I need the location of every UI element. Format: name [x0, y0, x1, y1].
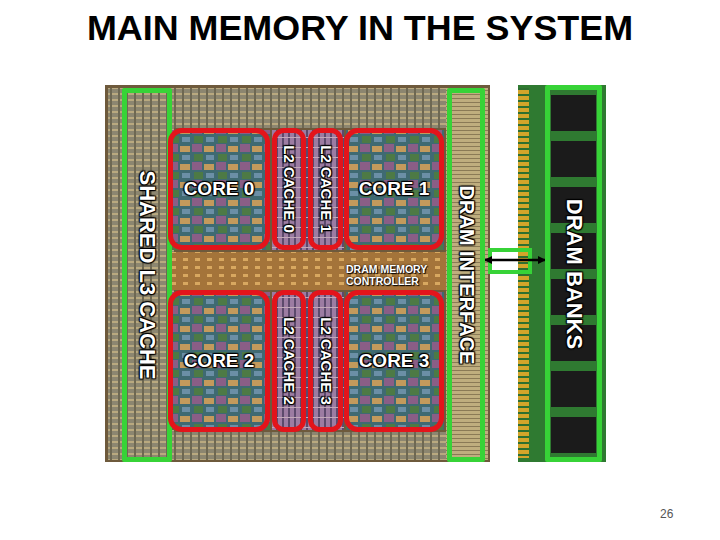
dram-bank-region: DRAM BANKS — [545, 85, 602, 462]
cache-region: L2 CACHE 3 — [308, 290, 343, 432]
core-region: CORE 2 — [168, 290, 270, 432]
region-label: CORE 1 — [359, 178, 430, 200]
region-label: L2 CACHE 1 — [317, 145, 334, 233]
cache-region: L2 CACHE 2 — [272, 290, 306, 432]
cache-region: L2 CACHE 1 — [308, 128, 343, 250]
interface-region: DRAM INTERFACE — [447, 88, 485, 462]
region-label: L2 CACHE 3 — [317, 317, 334, 405]
core-region: CORE 0 — [168, 128, 270, 250]
region-label: CORE 0 — [184, 178, 255, 200]
data-link-arrow — [485, 259, 545, 262]
cache-region: SHARED L3 CACHE — [122, 88, 172, 462]
region-label: L2 CACHE 0 — [281, 145, 298, 233]
region-label: SHARED L3 CACHE — [134, 170, 160, 379]
region-label: L2 CACHE 2 — [281, 317, 298, 405]
page-number: 26 — [660, 507, 673, 521]
cache-region: L2 CACHE 0 — [272, 128, 306, 250]
region-label: CORE 2 — [184, 350, 255, 372]
controller-label: DRAM MEMORY CONTROLLER — [346, 263, 442, 287]
region-label: CORE 3 — [359, 350, 430, 372]
region-label: DRAM INTERFACE — [455, 186, 478, 365]
core-region: CORE 1 — [344, 128, 444, 250]
core-region: CORE 3 — [344, 290, 444, 432]
slide-title: MAIN MEMORY IN THE SYSTEM — [0, 0, 720, 49]
region-label: DRAM BANKS — [561, 198, 587, 348]
